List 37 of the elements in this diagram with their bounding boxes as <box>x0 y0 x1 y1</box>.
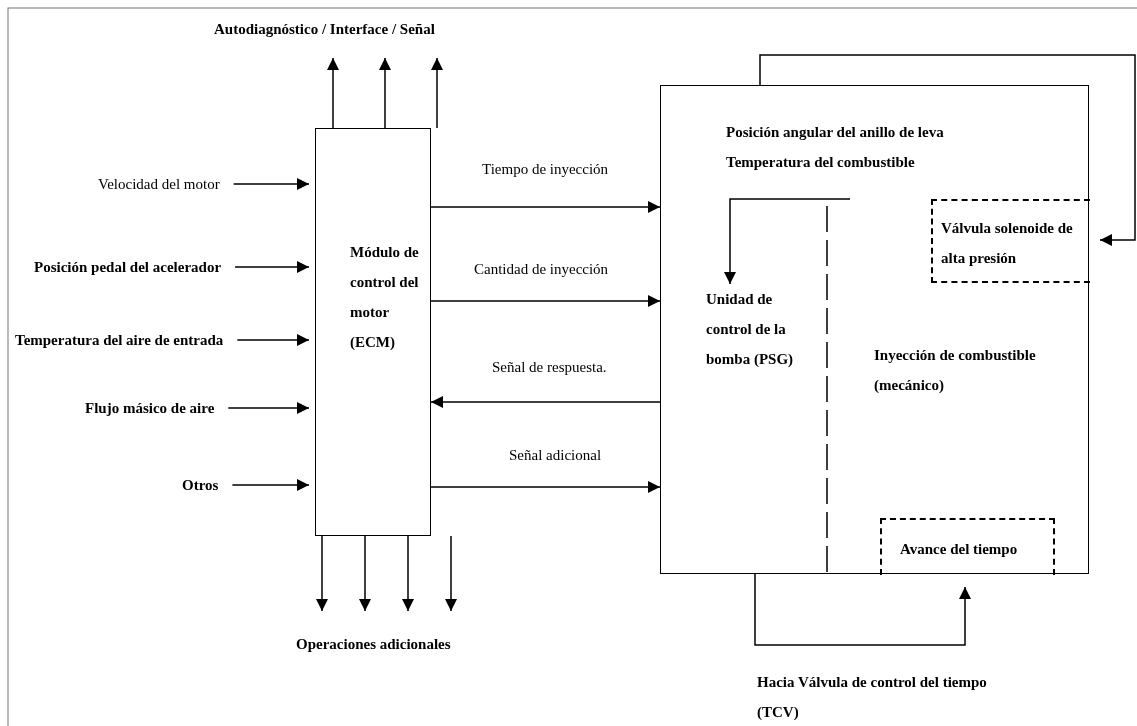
input-label: Velocidad del motor <box>98 169 220 199</box>
input-label: Flujo másico de aire <box>85 393 215 423</box>
box-label: Módulo de control del motor (ECM) <box>350 243 420 352</box>
output-label: Autodiagnóstico / Interface / Señal <box>214 14 435 44</box>
arrow <box>430 396 661 408</box>
arrow <box>232 178 310 190</box>
input-label: Posición pedal del acelerador <box>34 252 222 282</box>
unit-label: Unidad de control de la bomba (PSG) <box>706 284 806 374</box>
ecm-box <box>315 128 431 536</box>
pump-box <box>660 85 1089 574</box>
arrow <box>316 535 328 612</box>
valve-box <box>931 199 1090 283</box>
arrow <box>430 201 661 213</box>
box-label: Avance del tiempo <box>900 540 1019 559</box>
advance-box <box>880 518 1055 575</box>
input-label: Temperatura del aire de entrada <box>15 325 224 355</box>
destination-label: Hacia Válvula de control del tiempo (TCV) <box>757 667 1017 726</box>
arrow <box>430 295 661 307</box>
arrow <box>431 57 443 129</box>
arrow <box>227 402 310 414</box>
output-label: Operaciones adicionales <box>296 629 451 659</box>
box-label: Inyección de combustible (mecánico) <box>874 346 1037 395</box>
arrow <box>231 479 310 491</box>
box-label: Válvula solenoide de alta presión <box>941 219 1073 268</box>
arrow <box>754 573 971 646</box>
arrow <box>234 261 310 273</box>
arrow <box>759 54 1136 246</box>
arrow <box>379 57 391 129</box>
arrow <box>327 57 339 129</box>
arrow <box>359 535 371 612</box>
sensor-label: Posición angular del anillo de leva Temperatura del combustible <box>726 117 976 199</box>
arrow <box>402 535 414 612</box>
arrow <box>445 535 457 612</box>
arrow <box>430 481 661 493</box>
input-label: Otros <box>182 470 219 500</box>
arrow <box>724 198 851 285</box>
arrow <box>236 334 310 346</box>
